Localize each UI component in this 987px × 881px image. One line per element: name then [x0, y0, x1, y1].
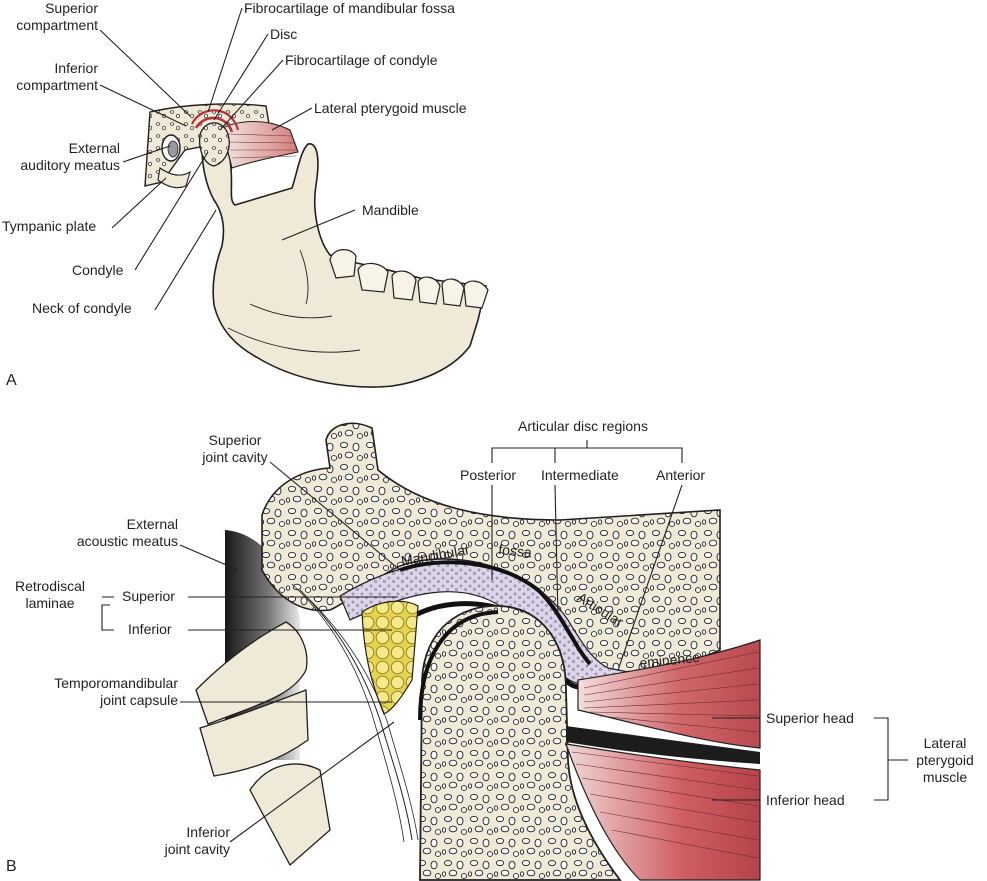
superior-head-fibers	[583, 651, 759, 733]
label-articular-disc-regions: Articular disc regions	[518, 418, 648, 434]
label-fibrocartilage-condyle: Fibrocartilage of condyle	[285, 52, 438, 68]
label-posterior: Posterior	[460, 467, 517, 483]
label-superior-lamina: Superior	[122, 588, 175, 604]
label-fossa-on-bone: fossa	[498, 541, 533, 560]
panel-b-leader-lines	[101, 440, 908, 843]
label-superior-head: Superior head	[766, 710, 854, 726]
label-neck-of-condyle: Neck of condyle	[32, 300, 132, 316]
label-disc: Disc	[270, 26, 298, 42]
panel-letter-a: A	[6, 372, 17, 389]
label-tympanic-plate: Tympanic plate	[2, 218, 97, 234]
label-inferior-head: Inferior head	[766, 792, 845, 808]
label-fibrocartilage-mandibular-fossa: Fibrocartilage of mandibular fossa	[244, 0, 455, 16]
panel-b-illustration	[195, 422, 761, 881]
label-condyle: Condyle	[72, 262, 124, 278]
label-eminence-on-bone: eminence	[639, 649, 701, 671]
label-anterior: Anterior	[656, 467, 706, 483]
label-intermediate: Intermediate	[541, 467, 619, 483]
label-mandible: Mandible	[362, 202, 419, 218]
label-inferior-lamina: Inferior	[128, 621, 172, 637]
inferior-head-fibers	[571, 751, 759, 859]
label-lateral-pterygoid-muscle: Lateral pterygoid muscle	[314, 100, 467, 116]
panel-letter-b: B	[6, 858, 17, 875]
panel-a-illustration	[144, 103, 489, 388]
panel-a-leader-lines	[99, 7, 356, 311]
